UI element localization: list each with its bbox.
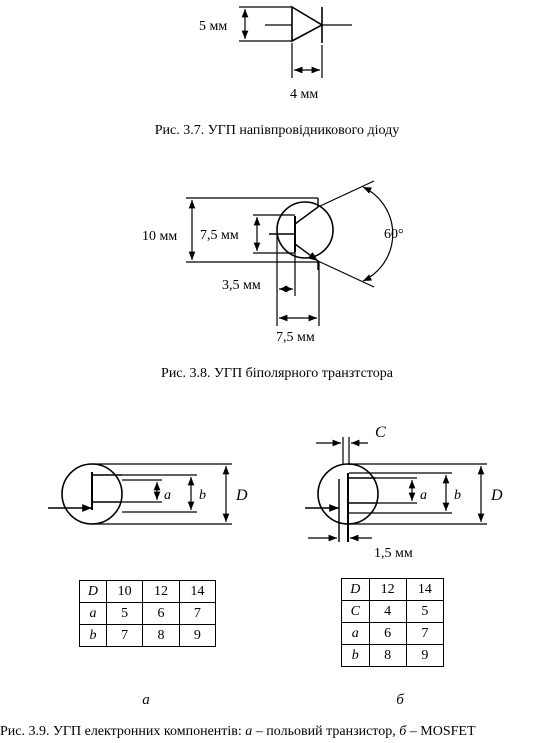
table-cell: 7 bbox=[178, 602, 217, 625]
table-cell: 12 bbox=[368, 578, 407, 601]
table-cell: 6 bbox=[142, 602, 180, 625]
table-row-header: b bbox=[79, 624, 107, 647]
table-cell: 14 bbox=[405, 578, 445, 601]
table-row-header: D bbox=[341, 578, 370, 601]
table-row-header: D bbox=[79, 580, 107, 603]
table-row-header: b bbox=[341, 644, 370, 667]
fet-figure bbox=[48, 463, 232, 525]
caption-fig-3-8: Рис. 3.8. УГП біполярного транзтстора bbox=[161, 366, 394, 381]
mosfet-label-b: b bbox=[454, 488, 461, 503]
transistor-circle bbox=[276, 201, 334, 259]
table-cell: 9 bbox=[405, 644, 445, 667]
fet-label-a: a bbox=[164, 488, 171, 503]
table-cell: 5 bbox=[405, 600, 445, 623]
bjt-dim-small-width: 3,5 мм bbox=[222, 278, 261, 293]
sublabel-a: а bbox=[142, 692, 150, 708]
bjt-angle: 60° bbox=[384, 227, 404, 242]
table-cell: 10 bbox=[105, 580, 144, 603]
table-cell: 9 bbox=[178, 624, 217, 647]
bjt-dim-outer: 10 мм bbox=[142, 229, 177, 244]
mosfet-label-a: a bbox=[420, 488, 427, 503]
diode-figure bbox=[239, 5, 352, 78]
table-cell: 5 bbox=[105, 602, 144, 625]
diode-dim-height: 5 мм bbox=[199, 19, 227, 34]
table-cell: 7 bbox=[405, 622, 445, 645]
bjt-dim-inner: 7,5 мм bbox=[200, 228, 239, 243]
transistor-figure bbox=[186, 180, 394, 326]
fet-label-D: D bbox=[235, 487, 248, 504]
table-cell: 8 bbox=[142, 624, 180, 647]
bjt-dim-width: 7,5 мм bbox=[276, 330, 315, 345]
mosfet-label-D: D bbox=[490, 487, 503, 504]
sublabel-b: б bbox=[396, 692, 404, 708]
table-row-header: C bbox=[341, 600, 370, 623]
caption-fig-3-7: Рис. 3.7. УГП напівпровідникового діоду bbox=[155, 123, 399, 138]
table-cell: 6 bbox=[368, 622, 407, 645]
caption-fig-3-9: Рис. 3.9. УГП електронних компонентів: а… bbox=[0, 724, 476, 739]
table-cell: 14 bbox=[178, 580, 217, 603]
angle-arc bbox=[362, 186, 394, 282]
table-cell: 12 bbox=[142, 580, 180, 603]
mosfet-dim-gap: 1,5 мм bbox=[374, 546, 413, 561]
fet-label-b: b bbox=[199, 488, 206, 503]
diode-triangle bbox=[291, 5, 324, 43]
mosfet-figure bbox=[305, 437, 487, 542]
mosfet-label-C: C bbox=[375, 424, 386, 441]
table-cell: 4 bbox=[368, 600, 407, 623]
table-cell: 8 bbox=[368, 644, 407, 667]
diode-dim-width: 4 мм bbox=[290, 87, 318, 102]
table-row-header: a bbox=[341, 622, 370, 645]
table-row-header: a bbox=[79, 602, 107, 625]
table-cell: 7 bbox=[105, 624, 144, 647]
